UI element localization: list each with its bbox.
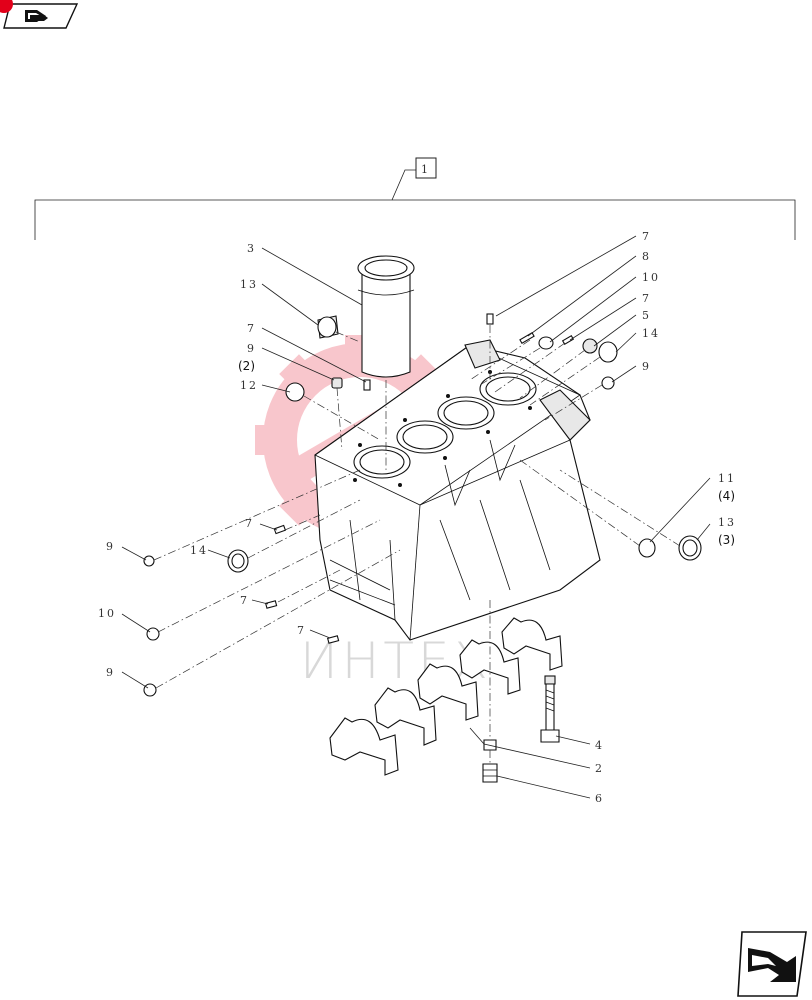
seal-14a	[598, 341, 618, 363]
callout-7: 7	[297, 624, 306, 637]
callout-14: 14	[642, 327, 660, 340]
cylinder-block	[314, 339, 601, 641]
callout-10: 10	[98, 607, 116, 620]
next-arrow-icon	[748, 948, 796, 982]
callout-6: 6	[595, 792, 604, 805]
callout-paren-4: (4)	[718, 489, 735, 503]
plug-9d	[143, 683, 157, 697]
callout-7: 7	[247, 322, 256, 335]
plug-9b	[601, 376, 615, 390]
assembly-bracket: 1	[34, 157, 796, 240]
callout-7: 7	[642, 230, 651, 243]
plug-10a	[538, 336, 554, 350]
back-button[interactable]	[0, 0, 79, 29]
callout-9: 9	[106, 540, 115, 553]
back-arrow-icon	[25, 10, 48, 22]
pin-7b	[486, 313, 494, 325]
assembly-label: 1	[421, 163, 430, 176]
callout-paren-2: (2)	[238, 359, 255, 373]
alignment-lines	[153, 325, 681, 764]
callout-13: 13	[240, 278, 258, 291]
callout-13: 13	[718, 516, 736, 529]
callout-7: 7	[245, 517, 254, 530]
callout-4: 4	[595, 739, 604, 752]
callout-paren-3: (3)	[718, 533, 735, 547]
callout-14: 14	[190, 544, 208, 557]
plug-5	[582, 338, 598, 354]
pin-7f	[326, 635, 340, 644]
pin-7c	[561, 335, 575, 345]
callout-12: 12	[240, 379, 258, 392]
bolts	[482, 675, 560, 783]
plug-10b	[146, 627, 160, 641]
callout-labels: 3 13 7 9 (2) 12 7 8 10 7 5 14 9 11 (4) 1…	[98, 230, 736, 805]
cylinder-bores	[353, 372, 537, 479]
callout-9: 9	[247, 342, 256, 355]
callout-3: 3	[247, 242, 256, 255]
leader-lines	[121, 235, 711, 799]
pin-7d	[273, 524, 287, 535]
callout-8: 8	[642, 250, 651, 263]
next-button[interactable]	[737, 931, 807, 997]
callout-9: 9	[642, 360, 651, 373]
callout-10: 10	[642, 271, 660, 284]
pin-8	[519, 332, 535, 344]
plug-11	[638, 538, 656, 558]
plug-9c	[143, 555, 155, 567]
callout-11: 11	[718, 472, 736, 485]
cylinder-liner	[357, 255, 415, 378]
callout-5: 5	[642, 309, 651, 322]
callout-2: 2	[595, 762, 604, 775]
pin-7e	[264, 600, 278, 609]
callout-7: 7	[240, 594, 249, 607]
callout-7: 7	[642, 292, 651, 305]
small-parts	[143, 313, 702, 697]
plug-12	[285, 382, 305, 402]
dowel-7	[363, 379, 371, 391]
callout-9: 9	[106, 666, 115, 679]
